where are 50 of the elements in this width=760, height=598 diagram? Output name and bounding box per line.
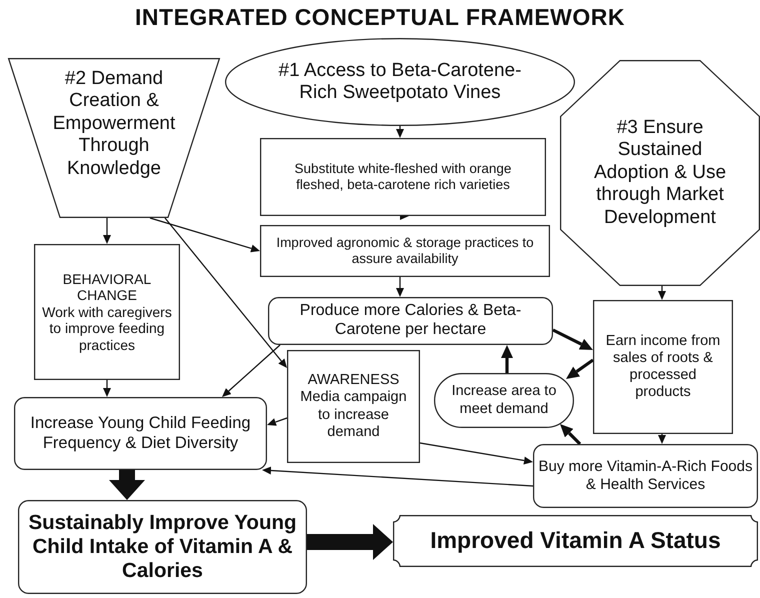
arrow: [262, 466, 534, 487]
arrow: [150, 217, 260, 252]
box-text: #2 Demand Creation & Empowerment Through Knowledge: [52, 68, 176, 180]
process-box: [593, 300, 733, 434]
diagram-title: INTEGRATED CONCEPTUAL FRAMEWORK: [134, 4, 626, 31]
box-heading: AWARENESS: [308, 372, 400, 390]
rounded-box: [14, 397, 267, 470]
arrow: [560, 424, 582, 446]
box-text: Earn income from sales of roots & processed products: [604, 332, 722, 402]
box-text: Substitute white-fleshed with orange fleshed, beta-carotene rich varieties: [294, 161, 512, 193]
arrow: [658, 286, 666, 300]
box-text: Improved agronomic & storage practices to assure availability: [275, 235, 535, 267]
box-text: Increase area to meet demand: [450, 383, 558, 418]
arrow: [103, 218, 111, 244]
box-text: Media campaign to increase demand: [299, 389, 408, 441]
arrow: [164, 218, 287, 368]
funnel-shape: [8, 58, 220, 218]
octagon-shape: [560, 60, 760, 286]
box-text: Increase Young Child Feeding Frequency & Diet Diversity: [29, 414, 252, 453]
rounded-box: [533, 444, 758, 508]
box-text: Work with caregivers to improve feeding practices: [41, 304, 173, 354]
block-arrow: [307, 524, 393, 560]
box-text: Produce more Calories & Beta-Carotene per hectare: [298, 302, 522, 340]
process-box: [287, 350, 420, 463]
oval-shape: [225, 38, 575, 126]
box-text: Improved Vitamin A Status: [430, 527, 721, 555]
arrow: [552, 328, 593, 350]
box-text: #1 Access to Beta-Carotene-Rich Sweetpotato Vines: [278, 60, 522, 104]
box-text: Buy more Vitamin-A-Rich Foods & Health Services: [538, 458, 754, 494]
arrow: [396, 126, 404, 138]
process-box: [260, 225, 550, 277]
box-text: #3 Ensure Sustained Adoption & Use through Market Development: [592, 116, 728, 230]
process-box: [34, 244, 180, 380]
rounded-box: [268, 297, 553, 345]
arrow: [420, 442, 533, 464]
arrow: [222, 344, 280, 397]
arrow: [566, 358, 594, 379]
box-heading: BEHAVIORAL CHANGE: [62, 270, 152, 304]
process-box: [260, 138, 546, 216]
arrow: [267, 417, 288, 426]
box-text: Sustainably Improve Young Child Intake of Vitamin A & Calories: [27, 510, 298, 584]
arrow: [103, 380, 111, 397]
arrow: [658, 434, 666, 444]
rounded-box: [434, 373, 574, 428]
outcome-box: [393, 515, 758, 567]
arrow: [501, 345, 513, 373]
block-arrow: [109, 470, 145, 500]
outcome-box: [18, 500, 307, 594]
arrow: [399, 215, 408, 220]
arrow: [396, 277, 404, 297]
